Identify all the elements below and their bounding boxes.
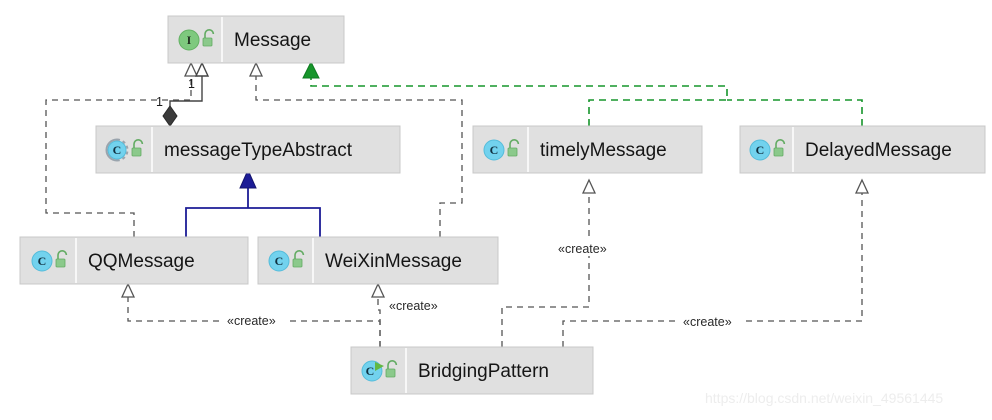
- edge-label-text: «create»: [227, 314, 276, 328]
- unlock-icon: [131, 139, 144, 157]
- edge-delayed-implements-message[interactable]: [302, 60, 863, 126]
- interface-icon: I: [178, 29, 200, 51]
- class-box-delayedmessage[interactable]: C DelayedMessage: [739, 125, 986, 174]
- multiplicity-source: 1: [156, 95, 163, 109]
- edge-abstract-composes-message[interactable]: [162, 61, 210, 127]
- watermark: https://blog.csdn.net/weixin_49561445: [705, 390, 943, 406]
- svg-text:C: C: [366, 364, 375, 378]
- edge-label-text: «create»: [683, 315, 732, 329]
- class-box-weixinmessage[interactable]: C WeiXinMessage: [257, 236, 499, 285]
- runnable-class-icon: C: [361, 360, 384, 382]
- svg-text:C: C: [113, 143, 122, 157]
- edge-qq-implements-message[interactable]: [45, 61, 199, 237]
- edge-label-create-timely: «create»: [554, 240, 618, 256]
- unlock-icon: [507, 139, 520, 157]
- class-box-messagetypeabstract[interactable]: C messageTypeAbstract: [95, 125, 401, 174]
- class-name-label: QQMessage: [88, 251, 195, 272]
- multiplicity-target: 1: [188, 77, 195, 91]
- class-name-label: messageTypeAbstract: [164, 140, 353, 161]
- class-icon: C: [268, 250, 290, 272]
- class-box-bridgingpattern[interactable]: C BridgingPattern: [350, 346, 594, 395]
- edge-qq-extends-abstract[interactable]: [185, 207, 248, 237]
- unlock-icon: [773, 139, 786, 157]
- edge-label-create-qq: «create»: [223, 312, 287, 328]
- svg-text:C: C: [756, 143, 765, 157]
- class-box-qqmessage[interactable]: C QQMessage: [19, 236, 249, 285]
- edge-label-text: «create»: [389, 299, 438, 313]
- unlock-icon: [202, 29, 215, 47]
- class-name-label: Message: [234, 30, 311, 51]
- multiplicity-label: 1: [156, 95, 163, 109]
- svg-text:C: C: [38, 254, 47, 268]
- class-box-timelymessage[interactable]: C timelyMessage: [472, 125, 703, 174]
- multiplicity-label: 1: [188, 77, 195, 91]
- unlock-icon: [55, 250, 68, 268]
- edge-timely-implements-message[interactable]: [310, 74, 728, 126]
- edge-weixin-implements-message[interactable]: [248, 61, 463, 237]
- class-name-label: timelyMessage: [540, 140, 667, 161]
- edge-bridging-creates-timely[interactable]: [501, 178, 597, 347]
- unlock-icon: [292, 250, 305, 268]
- edge-weixin-extends-abstract[interactable]: [239, 168, 321, 237]
- class-box-message[interactable]: I Message: [167, 15, 345, 64]
- edge-bridging-creates-delayed[interactable]: [562, 178, 870, 347]
- edge-label-create-weixin: «create»: [385, 297, 449, 313]
- class-icon: C: [483, 139, 505, 161]
- abstract-class-icon: C: [105, 138, 129, 162]
- edge-label-text: «create»: [558, 242, 607, 256]
- class-name-label: DelayedMessage: [805, 140, 952, 161]
- edge-bridging-creates-weixin[interactable]: [370, 282, 386, 347]
- svg-text:I: I: [187, 33, 192, 47]
- class-icon: C: [31, 250, 53, 272]
- svg-text:C: C: [490, 143, 499, 157]
- class-name-label: BridgingPattern: [418, 361, 549, 382]
- svg-text:C: C: [275, 254, 284, 268]
- edge-label-create-delayed: «create»: [679, 313, 743, 329]
- class-icon: C: [749, 139, 771, 161]
- unlock-icon: [385, 360, 398, 378]
- class-name-label: WeiXinMessage: [325, 251, 462, 272]
